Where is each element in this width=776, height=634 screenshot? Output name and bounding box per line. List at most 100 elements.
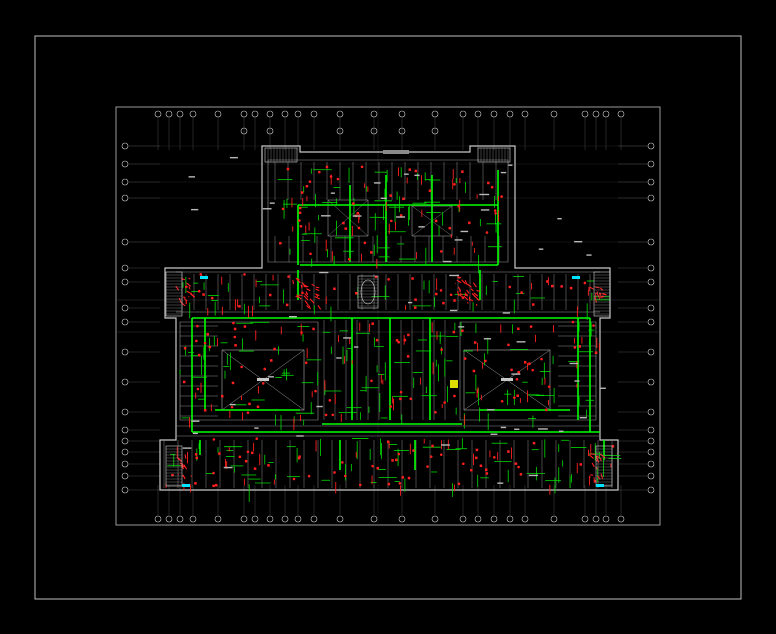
device-box [202,293,205,296]
device-dot [453,183,456,186]
device-cluster [473,292,479,297]
device-box [475,448,479,452]
main-pipe [351,318,431,420]
text-speck [269,202,275,204]
device-box [520,291,523,294]
device-cluster [308,305,311,310]
device-box [253,467,257,470]
room-partitions [163,162,613,488]
device-box [484,359,487,363]
device-box [279,241,282,245]
device-box [300,191,304,194]
text-speck [352,215,362,217]
text-speck [460,230,469,233]
device-dot [255,437,259,440]
axis-bubble-sub [431,127,439,135]
text-speck [579,417,587,419]
device-dot [287,275,290,278]
device-dot [246,411,250,415]
cyan-tag [596,484,604,487]
green-branch-pipes [167,167,622,502]
device-cluster [304,293,309,298]
device-dot [493,456,496,459]
device-box [485,472,489,475]
device-dot [449,293,453,297]
text-speck [191,208,199,211]
text-speck [500,171,507,174]
device-cluster [190,475,192,477]
device-dot [263,367,267,371]
text-speck [450,309,458,312]
device-cluster [596,475,601,480]
device-dot [281,207,285,211]
device-dot [453,394,456,398]
text-speck [320,215,331,217]
device-dot [197,289,201,293]
device-dot [185,285,188,289]
device-dot [199,273,203,276]
device-dot [507,343,510,347]
device-dot [298,219,301,222]
device-dot [196,387,200,391]
device-box [267,464,270,467]
building-outline [159,145,619,491]
device-cluster [464,294,469,297]
device-cluster [175,285,180,291]
device-dot [510,368,513,372]
device-box [408,168,412,171]
text-speck [380,197,387,199]
text-speck [374,182,381,184]
main-pipe [204,318,579,420]
device-dot [490,185,494,189]
device-cluster [300,284,303,289]
west-block-inner [179,321,319,421]
text-speck [559,430,564,432]
device-box [297,457,301,460]
device-cluster [188,277,191,280]
device-box [414,298,417,301]
device-dot [210,296,214,300]
device-box [546,280,549,283]
device-cluster [456,279,462,284]
device-box [569,286,573,290]
device-box [298,211,302,215]
device-cluster [475,303,478,307]
device-dot [232,321,235,325]
cyan-tag [200,276,208,279]
text-speck [487,409,495,411]
device-dot [238,455,242,459]
device-dot [359,483,362,487]
text-speck [490,433,498,435]
device-box [461,296,465,299]
device-cluster [179,462,184,465]
device-box [545,408,548,412]
device-box [298,206,302,210]
text-speck [192,432,198,435]
device-dot [389,405,392,408]
device-box [356,212,360,215]
grid-axis-bubbles-top [154,110,625,150]
device-dot [246,450,250,454]
text-speck [182,447,192,449]
device-dot [443,401,446,404]
device-dot [399,390,403,394]
axis-bubble-sub [240,127,248,135]
device-cluster [476,289,481,292]
device-box [468,221,471,225]
device-box [428,189,432,193]
axis-bubble-sub [336,127,344,135]
device-cluster [183,465,188,470]
inner-title-frame [115,106,661,526]
device-box [195,456,199,460]
device-box [212,484,215,488]
device-dot [261,382,265,385]
device-box [431,444,434,448]
device-cluster [311,283,315,287]
device-cluster [463,295,469,301]
axis-bubble-sub [398,127,406,135]
device-dot [412,449,415,452]
device-cluster [188,286,191,290]
device-cluster [459,292,464,296]
device-dot [547,385,551,388]
